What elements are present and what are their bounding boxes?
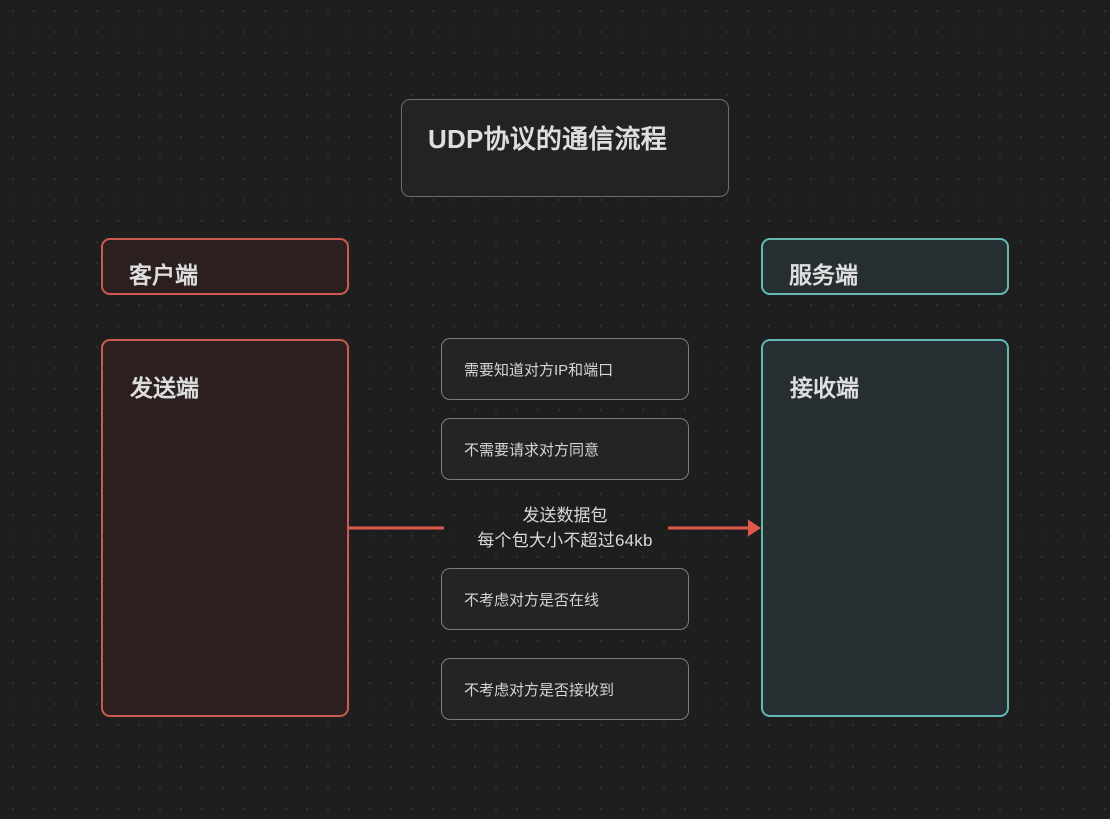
page-title: UDP协议的通信流程 bbox=[428, 124, 667, 154]
note-label: 需要知道对方IP和端口 bbox=[464, 361, 614, 379]
note-node-2[interactable]: 不需要请求对方同意 bbox=[441, 418, 689, 480]
arrow-label-line-1: 发送数据包 bbox=[522, 506, 608, 525]
sender-column-node[interactable]: 发送端 bbox=[101, 339, 349, 717]
note-node-3[interactable]: 不考虑对方是否在线 bbox=[441, 568, 689, 630]
note-node-1[interactable]: 需要知道对方IP和端口 bbox=[441, 338, 689, 400]
server-header-label: 服务端 bbox=[789, 262, 858, 288]
client-header-label: 客户端 bbox=[129, 262, 198, 288]
arrow-label-line-2: 每个包大小不超过64kb bbox=[477, 531, 653, 550]
receiver-column-label: 接收端 bbox=[790, 375, 859, 401]
server-header-node[interactable]: 服务端 bbox=[761, 238, 1009, 295]
arrow-head-icon bbox=[748, 519, 761, 537]
receiver-column-node[interactable]: 接收端 bbox=[761, 339, 1009, 717]
note-node-4[interactable]: 不考虑对方是否接收到 bbox=[441, 658, 689, 720]
arrow-label: 发送数据包 每个包大小不超过64kb bbox=[441, 503, 689, 553]
sender-column-label: 发送端 bbox=[130, 375, 199, 401]
note-label: 不考虑对方是否接收到 bbox=[464, 681, 615, 699]
client-header-node[interactable]: 客户端 bbox=[101, 238, 349, 295]
note-label: 不需要请求对方同意 bbox=[464, 441, 600, 459]
diagram-title-node[interactable]: UDP协议的通信流程 bbox=[401, 99, 729, 197]
note-label: 不考虑对方是否在线 bbox=[464, 591, 600, 609]
